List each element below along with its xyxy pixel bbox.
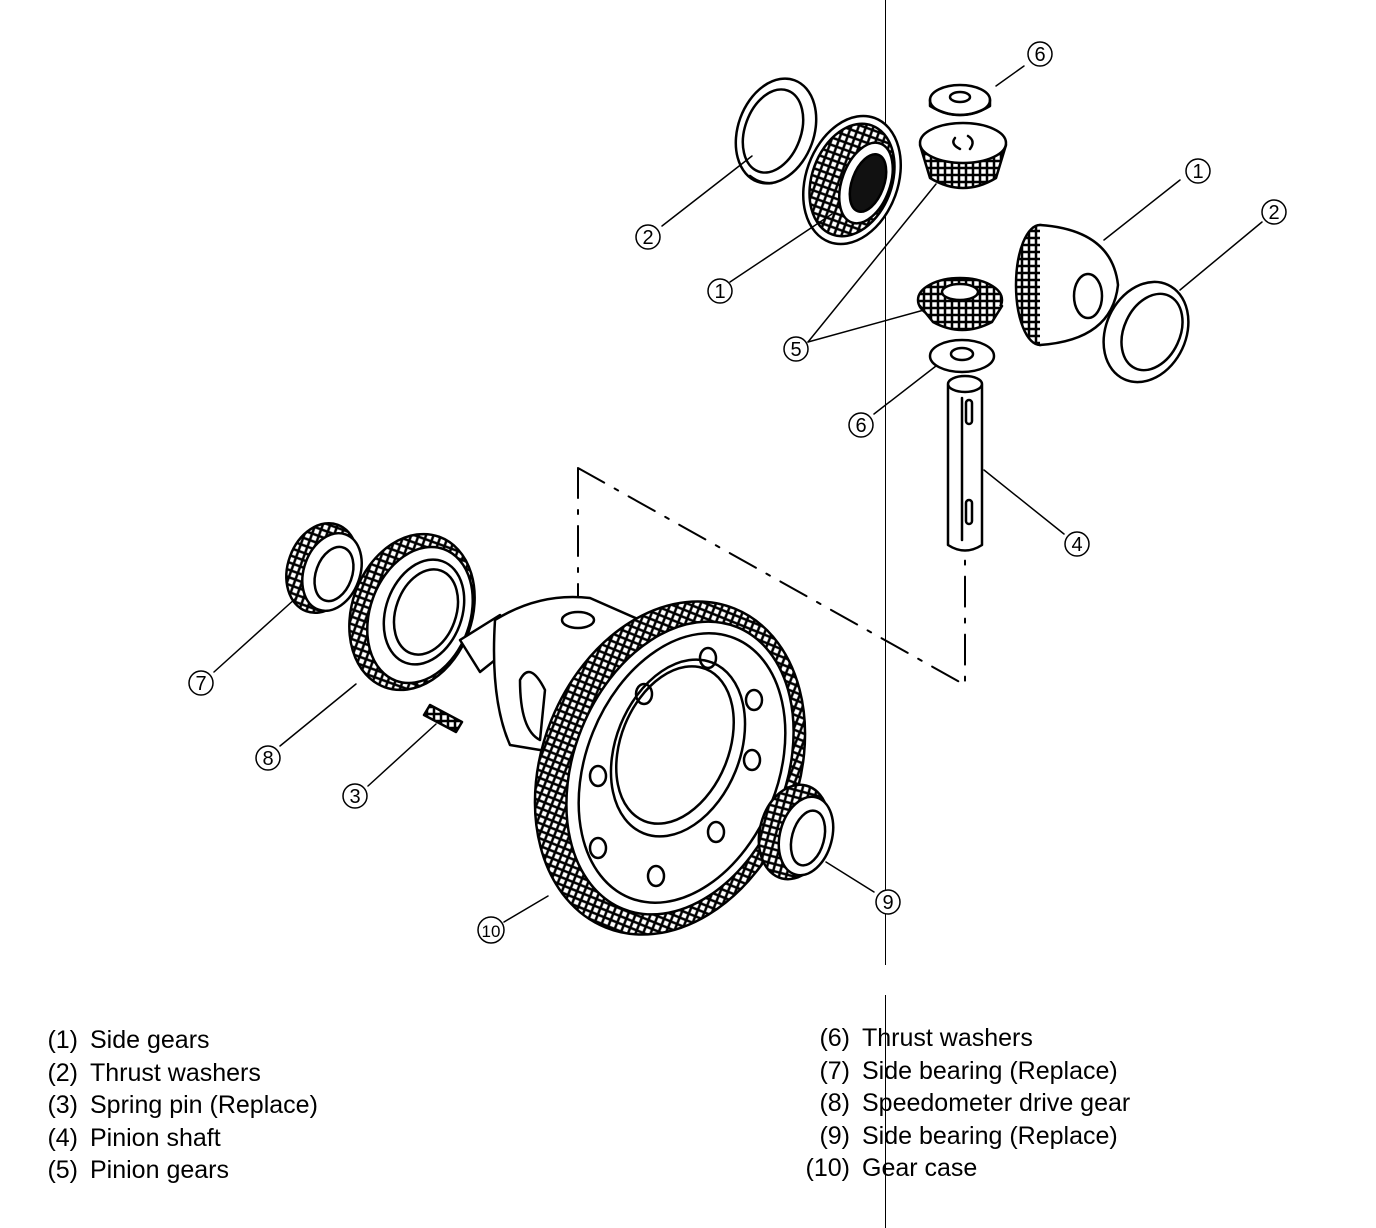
legend-text: Gear case bbox=[862, 1154, 978, 1182]
callout-9-label: 9 bbox=[882, 892, 893, 914]
legend-text: Thrust washers bbox=[90, 1058, 261, 1087]
callout-7-label: 7 bbox=[195, 673, 206, 695]
callout-3: 3 bbox=[342, 783, 368, 809]
callout-8: 8 bbox=[255, 745, 281, 771]
legend-item: (5) Pinion gears bbox=[42, 1154, 318, 1187]
differential-exploded-diagram: 2 1 5 6 6 1 2 4 7 8 3 10 bbox=[188, 41, 1287, 944]
callout-2-upper: 2 bbox=[635, 224, 661, 250]
legend-number: (1) bbox=[47, 1026, 78, 1054]
legend-item: (6) Thrust washers bbox=[796, 1022, 1130, 1055]
assembly-guide-line bbox=[577, 467, 966, 686]
side-bearing-right bbox=[757, 783, 835, 881]
callout-1-right-label: 1 bbox=[1192, 161, 1203, 183]
legend-left: (1) Side gears (2) Thrust washers (3) Sprin… bbox=[42, 1024, 318, 1187]
legend-item: (8) Speedometer drive gear bbox=[796, 1087, 1130, 1120]
legend-number: (4) bbox=[47, 1123, 78, 1152]
legend-number: (10) bbox=[805, 1154, 850, 1182]
legend-item: (3) Spring pin (Replace) bbox=[42, 1089, 318, 1122]
pinion-gear-upper bbox=[918, 121, 1008, 190]
callout-1-right: 1 bbox=[1185, 158, 1211, 184]
legend-text: Speedometer drive gear bbox=[862, 1089, 1131, 1117]
callout-6-upper-label: 6 bbox=[1034, 44, 1045, 66]
callout-7: 7 bbox=[188, 670, 214, 696]
side-gear-upper-left bbox=[801, 114, 903, 246]
callout-4-label: 4 bbox=[1071, 534, 1082, 556]
callout-6-upper: 6 bbox=[1027, 41, 1053, 67]
callout-2-right-label: 2 bbox=[1268, 202, 1279, 224]
legend-number: (7) bbox=[819, 1056, 850, 1085]
legend-text: Spring pin (Replace) bbox=[90, 1091, 318, 1119]
legend-text: Side bearing (Replace) bbox=[862, 1056, 1118, 1085]
legend-number: (9) bbox=[819, 1121, 850, 1150]
callout-6-lower: 6 bbox=[848, 412, 874, 438]
legend-number: (5) bbox=[47, 1156, 78, 1184]
thrust-washer-upper-left bbox=[734, 77, 818, 185]
legend-item: (2) Thrust washers bbox=[42, 1057, 318, 1090]
legend-text: Pinion gears bbox=[90, 1156, 229, 1184]
speedometer-drive-gear bbox=[348, 532, 476, 692]
pinion-shaft bbox=[946, 374, 984, 552]
legend-item: (9) Side bearing (Replace) bbox=[796, 1120, 1130, 1153]
callout-2-right: 2 bbox=[1261, 199, 1287, 225]
side-gear-right bbox=[1014, 223, 1120, 347]
pinion-thrust-washer-upper bbox=[928, 83, 992, 117]
callout-10: 10 bbox=[477, 916, 505, 944]
legend-right: (6) Thrust washers (7) Side bearing (Repla… bbox=[796, 1022, 1131, 1185]
callout-5: 5 bbox=[783, 336, 809, 362]
legend-number: (8) bbox=[819, 1089, 850, 1117]
callout-1-upper: 1 bbox=[707, 278, 733, 304]
legend-text: Pinion shaft bbox=[90, 1123, 221, 1152]
legend-item: (10) Gear case bbox=[796, 1152, 1130, 1185]
leader-lines bbox=[213, 65, 1263, 923]
callout-9: 9 bbox=[875, 889, 901, 915]
callout-4: 4 bbox=[1064, 531, 1090, 557]
legend-number: (6) bbox=[819, 1024, 850, 1052]
legend-number: (3) bbox=[47, 1091, 78, 1119]
legend-item: (7) Side bearing (Replace) bbox=[796, 1055, 1130, 1088]
callout-1-upper-label: 1 bbox=[714, 281, 725, 303]
scan-line-top bbox=[885, 0, 886, 965]
legend-text: Thrust washers bbox=[862, 1024, 1033, 1052]
scan-line-bottom bbox=[885, 995, 886, 1228]
legend-text: Side bearing (Replace) bbox=[862, 1121, 1118, 1150]
callout-6-lower-label: 6 bbox=[855, 415, 866, 437]
callout-10-label: 10 bbox=[482, 922, 501, 941]
legend-number: (2) bbox=[47, 1058, 78, 1087]
callout-8-label: 8 bbox=[262, 748, 273, 770]
spring-pin bbox=[422, 703, 464, 734]
legend-item: (4) Pinion shaft bbox=[42, 1122, 318, 1155]
thrust-washer-right bbox=[1102, 280, 1190, 384]
callout-2-upper-label: 2 bbox=[642, 227, 653, 249]
pinion-thrust-washer-lower bbox=[928, 338, 996, 374]
side-bearing-left bbox=[285, 521, 363, 615]
callout-5-label: 5 bbox=[790, 339, 801, 361]
callout-3-label: 3 bbox=[349, 786, 360, 808]
gear-case bbox=[458, 595, 807, 936]
pinion-gear-lower bbox=[916, 276, 1004, 332]
legend-item: (1) Side gears bbox=[42, 1024, 318, 1057]
legend-text: Side gears bbox=[90, 1026, 210, 1054]
